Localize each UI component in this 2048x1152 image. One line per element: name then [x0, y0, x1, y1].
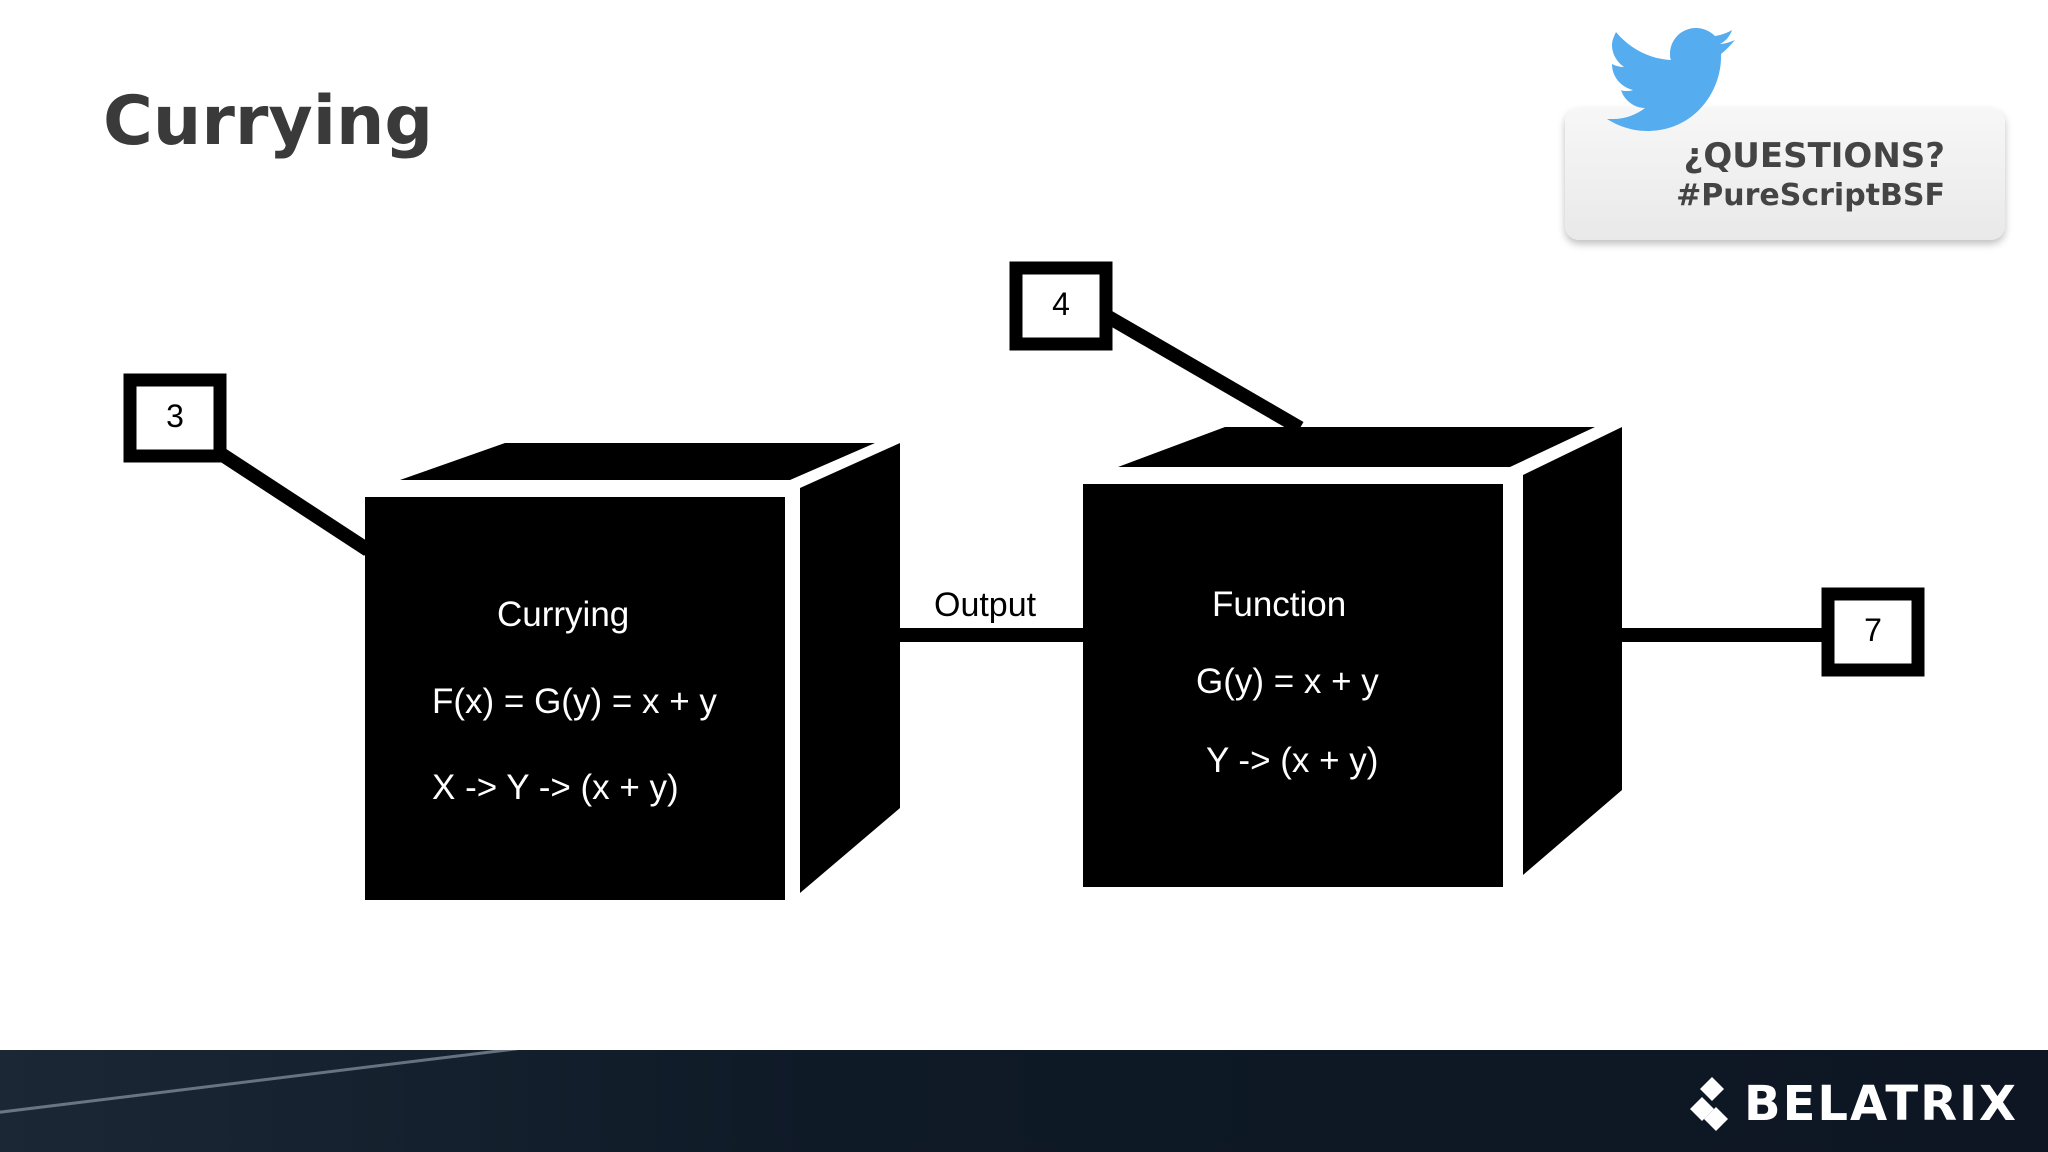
- function-cube-side: [1523, 427, 1622, 875]
- brand-name: BELATRIX: [1744, 1076, 2018, 1132]
- connector-4-to-function: [1105, 315, 1300, 428]
- input-y-value: 4: [1016, 286, 1106, 323]
- function-box-line1: G(y) = x + y: [1196, 662, 1379, 702]
- currying-cube-top: [400, 443, 875, 480]
- function-cube: [1083, 427, 1622, 887]
- footer-bar: BELATRIX: [0, 1050, 2048, 1152]
- currying-box-line1: F(x) = G(y) = x + y: [432, 682, 717, 722]
- function-box-title: Function: [1212, 585, 1346, 625]
- currying-cube: [365, 443, 900, 900]
- connector-3-to-currying: [215, 450, 368, 550]
- currying-box-title: Currying: [497, 595, 629, 635]
- belatrix-logo-icon: [1690, 1075, 1734, 1133]
- function-box-line2: Y -> (x + y): [1206, 741, 1378, 781]
- result-value: 7: [1828, 612, 1918, 649]
- output-label: Output: [934, 586, 1036, 625]
- brand-logo: BELATRIX: [1690, 1075, 2018, 1133]
- footer-light-streak: [0, 1050, 558, 1121]
- currying-cube-side: [800, 443, 900, 893]
- input-x-value: 3: [130, 398, 220, 435]
- function-cube-top: [1118, 427, 1595, 467]
- currying-box-line2: X -> Y -> (x + y): [432, 768, 679, 808]
